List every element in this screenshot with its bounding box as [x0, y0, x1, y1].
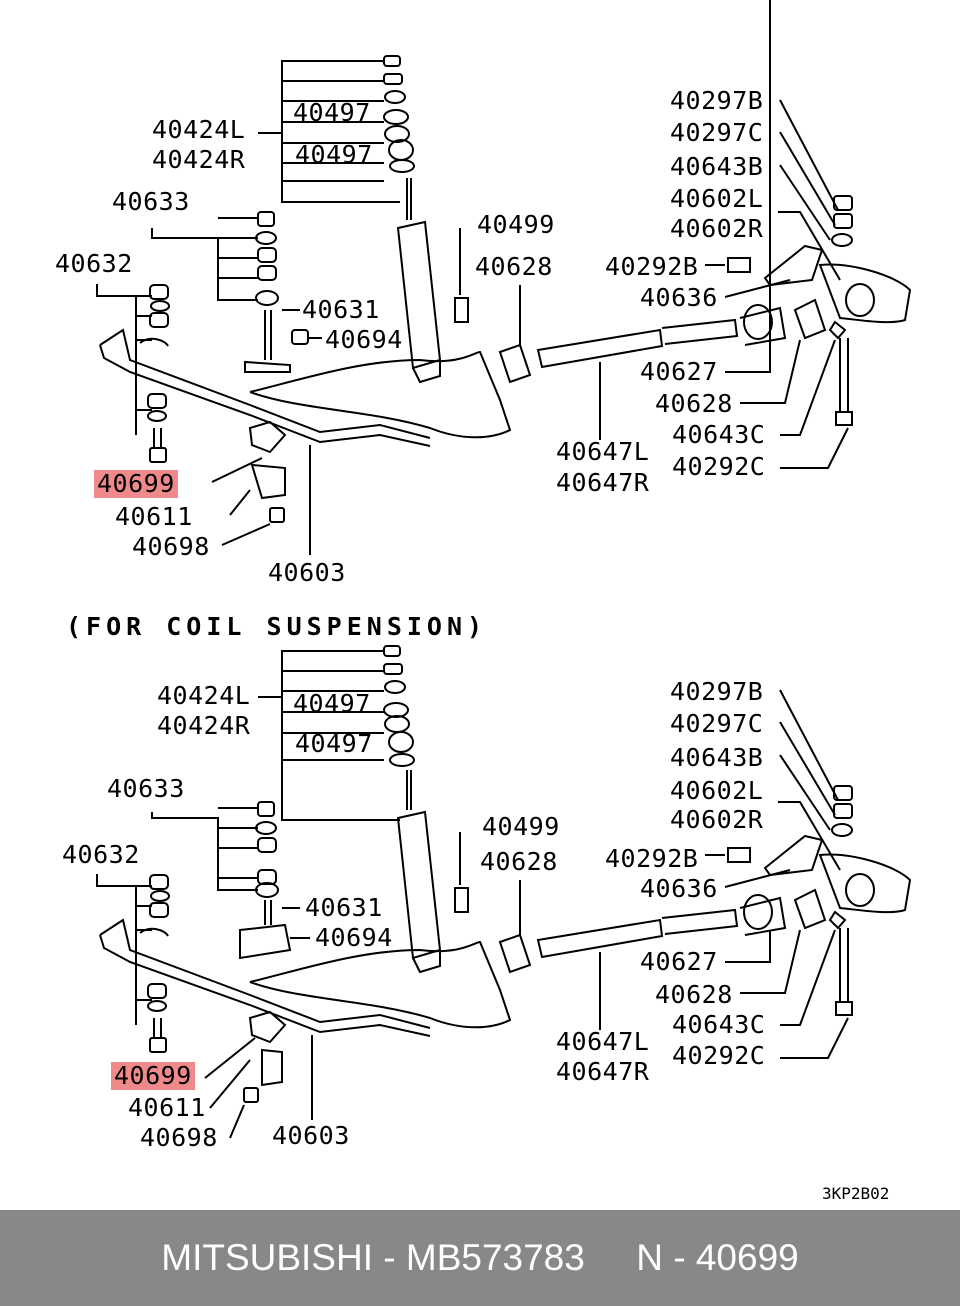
- diagram-drawing: [96, 0, 912, 1139]
- part-label: 40632: [62, 840, 140, 869]
- part-label: 40424L: [152, 115, 246, 144]
- part-label: 40297B: [670, 677, 764, 706]
- part-label: 40694: [315, 923, 393, 952]
- footer-banner: MITSUBISHI - MB573783 N - 40699: [0, 1210, 960, 1306]
- part-label: 40643B: [670, 152, 764, 181]
- part-label: 40602L: [670, 776, 764, 805]
- part-label: 40497: [293, 689, 371, 718]
- diagram-bottom-linework: [96, 645, 912, 1139]
- part-label: 40633: [112, 187, 190, 216]
- part-label: 40647L: [556, 1027, 650, 1056]
- part-label: 40631: [302, 295, 380, 324]
- part-label: 40297B: [670, 86, 764, 115]
- part-label: 40647L: [556, 437, 650, 466]
- part-label: 40424L: [157, 681, 251, 710]
- part-label: 40627: [640, 357, 718, 386]
- part-label-highlighted: 40699: [94, 470, 178, 498]
- part-label: 40633: [107, 774, 185, 803]
- part-label: 40499: [477, 210, 555, 239]
- part-label: 40602R: [670, 214, 764, 243]
- part-label: 40292C: [672, 1041, 766, 1070]
- parts-diagram: 40424L 40424R 40497 40497 40633 40632 40…: [55, 0, 912, 1203]
- part-label: 40603: [268, 558, 346, 587]
- part-label: 40627: [640, 947, 718, 976]
- part-label: 40424R: [152, 145, 246, 174]
- part-label-highlighted: 40699: [111, 1062, 195, 1090]
- part-label: 40631: [305, 893, 383, 922]
- part-label: 40611: [115, 502, 193, 531]
- part-label: 40297C: [670, 118, 764, 147]
- part-label: 40292C: [672, 452, 766, 481]
- part-label: 40636: [640, 874, 718, 903]
- part-label: 40628: [480, 847, 558, 876]
- part-label: 40698: [140, 1123, 218, 1152]
- part-label: 40628: [475, 252, 553, 281]
- footer-text: MITSUBISHI - MB573783 N - 40699: [161, 1237, 799, 1278]
- part-label: 40647R: [556, 468, 650, 497]
- part-label: 40292B: [605, 252, 699, 281]
- diagram-top-linework: [96, 0, 912, 555]
- part-label: 40292B: [605, 844, 699, 873]
- part-label: 40603: [272, 1121, 350, 1150]
- part-label: 40643C: [672, 420, 766, 449]
- part-label: 40694: [325, 325, 403, 354]
- part-label: 40497: [293, 98, 371, 127]
- part-label: 40636: [640, 283, 718, 312]
- part-label: 40424R: [157, 711, 251, 740]
- diagram-caption: (FOR COIL SUSPENSION): [66, 612, 488, 641]
- part-label: 40628: [655, 980, 733, 1009]
- part-label: 40497: [295, 140, 373, 169]
- part-label: 40643C: [672, 1010, 766, 1039]
- part-label: 40647R: [556, 1057, 650, 1086]
- part-label: 40499: [482, 812, 560, 841]
- part-label: 40602L: [670, 184, 764, 213]
- part-label: 40602R: [670, 805, 764, 834]
- part-label: 40611: [128, 1093, 206, 1122]
- part-label: 40628: [655, 389, 733, 418]
- part-label: 40632: [55, 249, 133, 278]
- part-label: 40698: [132, 532, 210, 561]
- part-label: 40297C: [670, 709, 764, 738]
- part-label: 40643B: [670, 743, 764, 772]
- diagram-code: 3KP2B02: [822, 1184, 890, 1203]
- part-label: 40497: [295, 729, 373, 758]
